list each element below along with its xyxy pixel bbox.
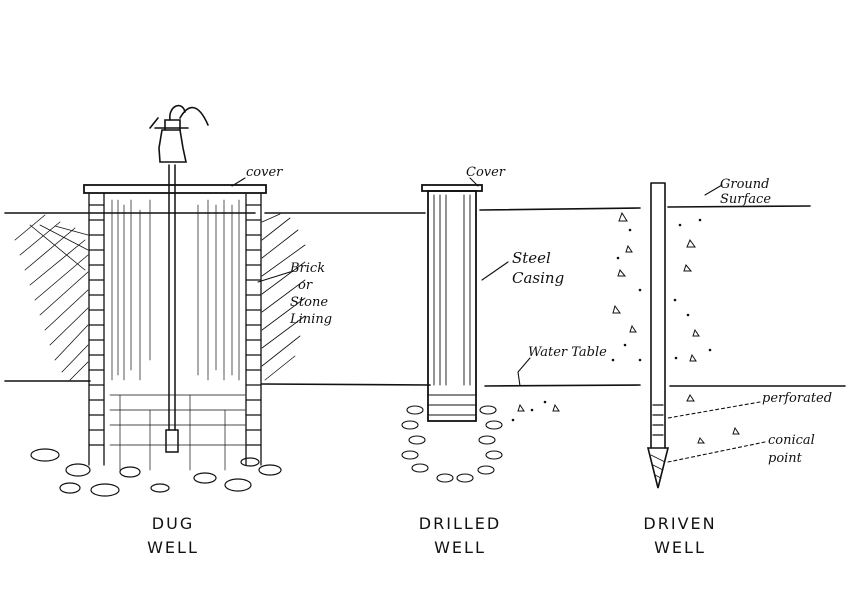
brick-label-line: Stone [290,295,329,310]
steel-casing [427,190,477,422]
leader-water-table [517,357,531,387]
caption-line: WELL [654,538,706,557]
soil-hatching-right [261,213,306,381]
caption-line: WELL [147,538,199,557]
ground-surface-line [4,205,811,214]
ground-label-line: Surface [720,192,772,207]
brick-label-line: Brick [290,261,326,276]
leader-drilled-cover [469,177,479,187]
caption-line: DUG [151,514,195,533]
conical-label-line: point [768,451,802,466]
steel-casing-label: Steel Casing [512,248,564,288]
leader-steel-casing [481,261,509,281]
leader-conical-point [667,441,766,463]
driven-well-caption: DRIVEN WELL [620,512,740,560]
caption-line: DRIVEN [643,514,717,533]
driven-well-soil-marks [517,211,740,444]
leader-perforated [667,401,761,419]
ground-surface-label: Ground Surface [720,177,771,207]
leader-ground-surface [704,184,723,196]
dug-well-caption: DUG WELL [128,512,218,560]
water-table-line [4,380,846,387]
dug-well-gravel [30,448,282,497]
leader-dug-cover [231,177,246,187]
brick-lining-right [245,192,262,466]
dug-well-pump-pipe [168,164,176,431]
steel-label-line: Steel [512,249,551,267]
drilled-well-gravel [401,405,503,483]
brick-lining-label: Brick or Stone Lining [290,260,332,328]
driven-well-point-hatch [650,454,666,479]
driven-well-conical-point [646,447,670,489]
soil-hatching-left [14,214,89,381]
drilled-cover-label: Cover [466,165,506,180]
driven-well-pipe [650,182,666,449]
caption-line: WELL [434,538,486,557]
leader-brick-lining [257,271,291,283]
driven-well-soil-dots [511,218,712,422]
steel-label-line: Casing [512,269,565,287]
water-table-label: Water Table [528,345,607,360]
drilled-well-caption: DRILLED WELL [400,512,520,560]
driven-well-perforated-section [652,404,664,436]
ground-label-line: Ground [720,177,770,192]
perforated-label: perforated [762,391,833,406]
brick-lining-left [88,192,105,466]
conical-label-line: conical [768,433,815,448]
steel-casing-shading [427,194,477,416]
conical-point-label: conical point [768,432,815,468]
caption-line: DRILLED [418,514,502,533]
dug-well-foot-valve [165,429,179,453]
brick-label-line: or [298,278,313,293]
brick-label-line: Lining [290,312,333,327]
hand-pump-icon [149,104,209,163]
dug-cover-label: cover [246,165,283,180]
